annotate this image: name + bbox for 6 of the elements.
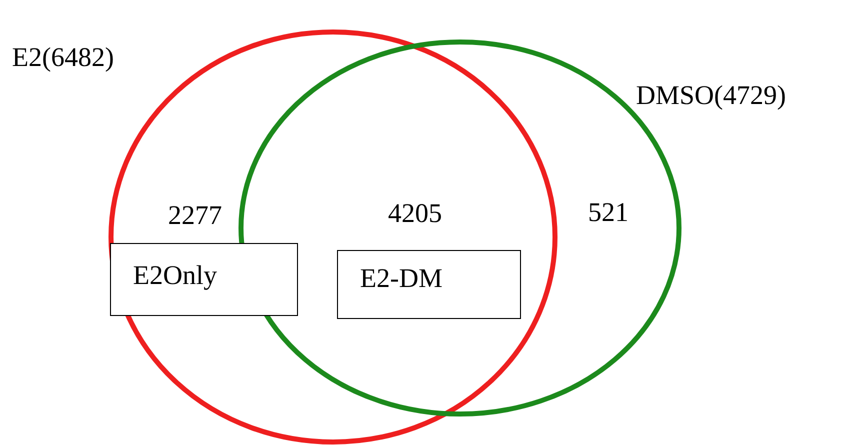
set-label: E2(6482) <box>12 42 114 72</box>
count-label: 521 <box>588 197 628 227</box>
set-label: DMSO(4729) <box>636 80 786 110</box>
count-label: 4205 <box>388 198 442 228</box>
label-box: E2-DM <box>337 250 521 319</box>
count-label: 2277 <box>168 200 222 230</box>
